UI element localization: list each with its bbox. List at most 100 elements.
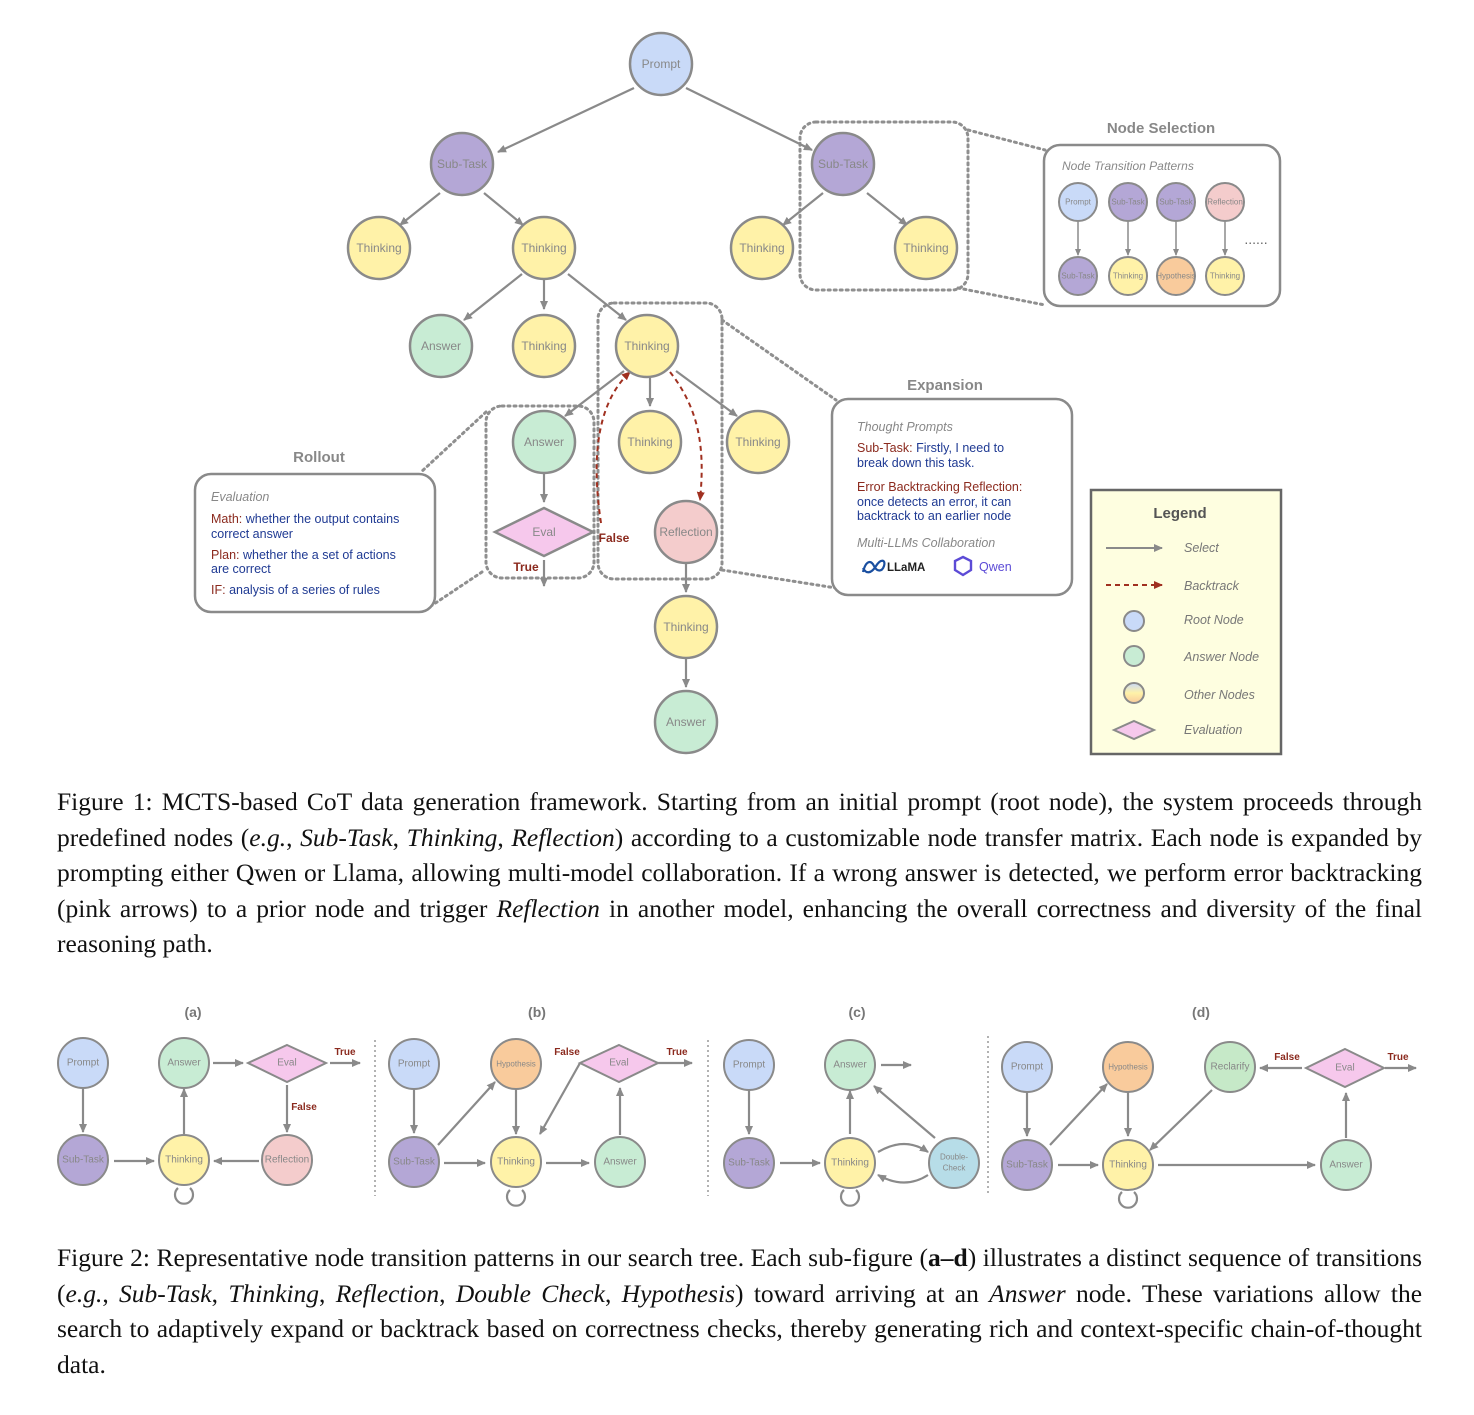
false-label: False xyxy=(291,1102,317,1113)
reclarify-node: Reclarify xyxy=(1204,1041,1256,1093)
svg-text:Eval: Eval xyxy=(277,1058,296,1069)
svg-text:Sub-Task: Sub-Task xyxy=(1006,1160,1049,1171)
thinking-node-label: Thinking xyxy=(521,241,566,255)
svg-text:Thinking: Thinking xyxy=(1210,272,1240,281)
answer-node-label: Answer xyxy=(666,715,706,729)
answer-node-swatch xyxy=(1123,645,1145,667)
svg-text:Hypothesis: Hypothesis xyxy=(496,1060,536,1069)
legend-other-label: Other Nodes xyxy=(1184,688,1255,702)
eval-diamond: Eval xyxy=(1303,1047,1387,1089)
subtask-node-label: Sub-Task xyxy=(437,157,488,171)
hypothesis-node: Hypothesis xyxy=(490,1038,542,1090)
tree-nodes: Prompt Sub-Task Sub-Task Thinking Thinki… xyxy=(346,31,959,755)
reflection-node: Reflection xyxy=(653,499,719,565)
true-label: True xyxy=(1387,1052,1409,1063)
subfig-c-nodes: Prompt Sub-Task Answer Thinking Double- … xyxy=(723,1039,980,1189)
svg-text:Answer: Answer xyxy=(1329,1160,1363,1171)
legend-backtrack-label: Backtrack xyxy=(1184,579,1240,593)
eval-diamond: Eval xyxy=(245,1043,329,1084)
reflection-node: Reflection xyxy=(261,1134,313,1186)
svg-text:Thinking: Thinking xyxy=(1113,272,1143,281)
self-loop-icon xyxy=(173,1187,195,1205)
svg-text:Sub-Task: Sub-Task xyxy=(1061,272,1095,281)
svg-text:Sub-Task: Sub-Task xyxy=(62,1155,105,1166)
subfig-d-nodes: Prompt Sub-Task Hypothesis Thinking Recl… xyxy=(1001,1041,1387,1191)
prompt-node-label: Prompt xyxy=(642,57,681,71)
subtask-node: Sub-Task xyxy=(388,1136,440,1188)
plan-eval-line: are correct xyxy=(211,562,271,576)
svg-text:Prompt: Prompt xyxy=(398,1059,430,1070)
answer-node: Answer xyxy=(158,1037,210,1089)
svg-text:Answer: Answer xyxy=(833,1060,867,1071)
node-transition-patterns-label: Node Transition Patterns xyxy=(1062,159,1194,173)
legend-title: Legend xyxy=(1153,505,1206,522)
svg-text:Prompt: Prompt xyxy=(67,1058,99,1069)
prompt-node: Prompt xyxy=(57,1037,109,1089)
legend: Legend Select Backtrack Root Node Answer… xyxy=(1089,488,1283,756)
answer-node-label: Answer xyxy=(421,339,461,353)
thinking-node: Thinking xyxy=(511,313,577,379)
pattern-subtask-node: Sub-Task xyxy=(1058,256,1098,296)
subfig-label-a: (a) xyxy=(184,1004,201,1020)
eval-true-label: True xyxy=(513,560,539,574)
evaluation-label: Evaluation xyxy=(211,490,269,504)
qwen-logo-icon xyxy=(953,555,973,577)
true-label: True xyxy=(334,1047,356,1058)
rollout-panel: Rollout Evaluation Math: whether the out… xyxy=(193,449,437,614)
thinking-node-label: Thinking xyxy=(739,241,784,255)
answer-node: Answer xyxy=(594,1136,646,1188)
svg-text:Reclarify: Reclarify xyxy=(1211,1062,1250,1073)
answer-node: Answer xyxy=(511,409,577,475)
plan-eval-line: Plan: whether the a set of actions xyxy=(211,548,396,562)
svg-text:Check: Check xyxy=(943,1164,967,1173)
thinking-node: Thinking xyxy=(824,1137,876,1189)
node-selection-panel: Node Selection Node Transition Patterns … xyxy=(1042,120,1282,308)
thinking-node: Thinking xyxy=(729,215,795,281)
thinking-node: Thinking xyxy=(614,313,680,379)
thinking-node: Thinking xyxy=(1102,1139,1154,1191)
eval-false-label: False xyxy=(599,531,630,545)
false-label: False xyxy=(1274,1052,1300,1063)
subtask-node-left: Sub-Task xyxy=(429,131,495,197)
self-loops xyxy=(173,1187,1139,1209)
subfig-label-b: (b) xyxy=(528,1004,546,1020)
hypothesis-node: Hypothesis xyxy=(1102,1041,1154,1093)
figure-2: (a) (b) (c) (d) xyxy=(57,1004,1417,1209)
figure-1: Prompt Sub-Task Sub-Task Thinking Thinki… xyxy=(193,31,1283,756)
subfig-label-c: (c) xyxy=(848,1004,865,1020)
root-node-swatch xyxy=(1123,610,1145,632)
svg-text:Sub-Task: Sub-Task xyxy=(1111,198,1145,207)
svg-text:Reflection: Reflection xyxy=(265,1155,309,1166)
subtask-node: Sub-Task xyxy=(1001,1139,1053,1191)
thinking-node: Thinking xyxy=(653,594,719,660)
prompt-node: Prompt xyxy=(388,1038,440,1090)
svg-text:Eval: Eval xyxy=(609,1058,628,1069)
thinking-node-label: Thinking xyxy=(903,241,948,255)
svg-text:Eval: Eval xyxy=(1335,1063,1354,1074)
thinking-node: Thinking xyxy=(158,1134,210,1186)
if-eval-line: IF: analysis of a series of rules xyxy=(211,583,380,597)
svg-text:Thinking: Thinking xyxy=(165,1155,203,1166)
svg-text:Hypothesis: Hypothesis xyxy=(1156,272,1196,281)
pattern-subtask-node: Sub-Task xyxy=(1108,182,1148,222)
pattern-thinking-node: Thinking xyxy=(1205,256,1245,296)
error-backtracking-line: backtrack to an earlier node xyxy=(857,509,1011,523)
svg-text:Reflection: Reflection xyxy=(1207,198,1243,207)
figure-1-caption: Figure 1: MCTS-based CoT data generation… xyxy=(57,787,1422,958)
prompt-node: Prompt xyxy=(723,1039,775,1091)
thinking-node: Thinking xyxy=(725,409,791,475)
thinking-node-label: Thinking xyxy=(735,435,780,449)
svg-text:Hypothesis: Hypothesis xyxy=(1108,1063,1148,1072)
pattern-hypothesis-node: Hypothesis xyxy=(1156,256,1196,296)
prompt-node: Prompt xyxy=(1001,1041,1053,1093)
pattern-reflection-node: Reflection xyxy=(1205,182,1245,222)
rollout-region xyxy=(484,404,596,580)
qwen-label: Qwen xyxy=(979,560,1012,574)
expansion-panel: Expansion Thought Prompts Sub-Task: Firs… xyxy=(830,377,1074,597)
pattern-thinking-node: Thinking xyxy=(1108,256,1148,296)
thinking-node-label: Thinking xyxy=(627,435,672,449)
rollout-title: Rollout xyxy=(293,449,345,466)
eval-label: Eval xyxy=(532,525,555,539)
legend-root-label: Root Node xyxy=(1184,613,1244,627)
node-selection-title: Node Selection xyxy=(1107,120,1215,137)
